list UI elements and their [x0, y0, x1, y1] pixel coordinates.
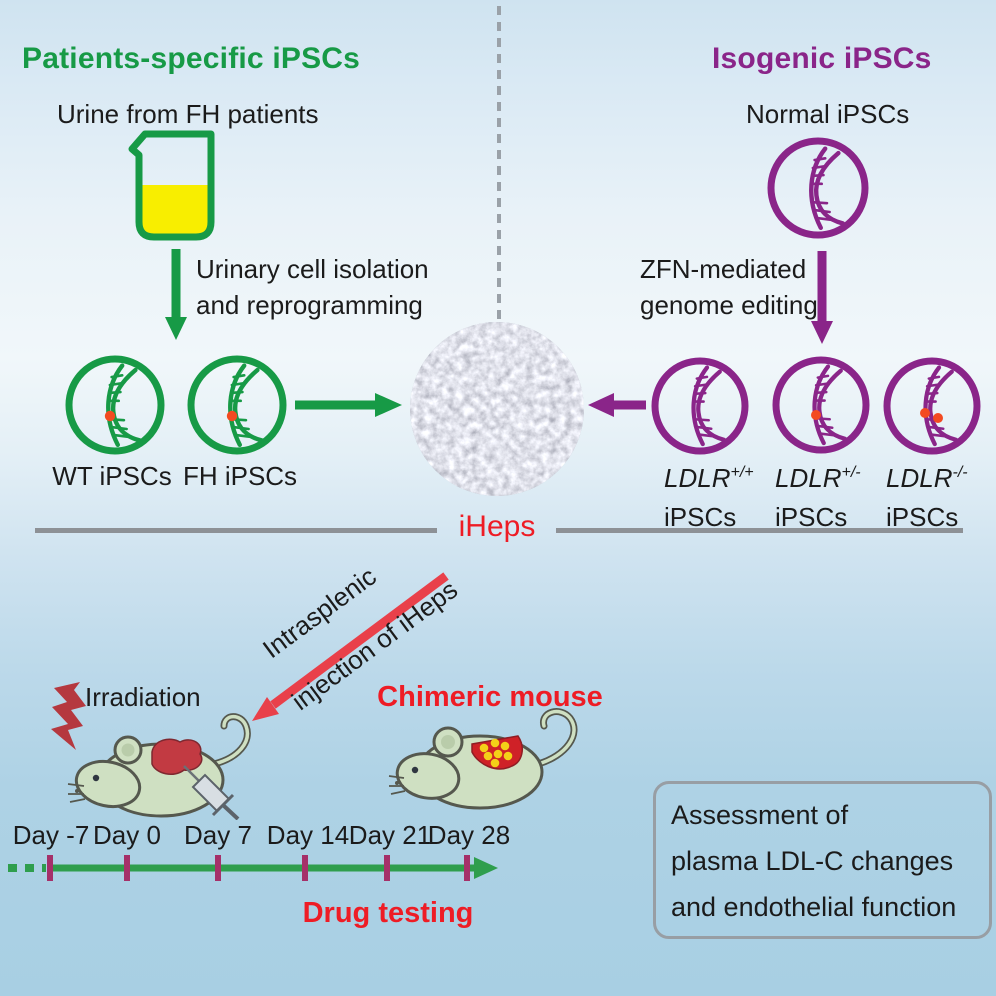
green-right-arrow: [295, 393, 402, 417]
chimeric-mouse-label: Chimeric mouse: [377, 681, 603, 713]
irradiation-label: Irradiation: [85, 682, 201, 712]
gene-name: LDLR: [775, 463, 842, 493]
timeline-day-14: Day 14: [266, 820, 350, 850]
injection-red-arrow: [252, 572, 449, 721]
timeline-axis: [8, 855, 498, 881]
fh-ipsc-label: FH iPSCs: [182, 461, 298, 491]
ldlr-ko-cell-icon: [883, 357, 981, 455]
dna-helix-icon: [811, 149, 843, 228]
genotype-sup: +/-: [841, 464, 861, 481]
reprogramming-line1: Urinary cell isolation: [196, 254, 429, 284]
gene-name: LDLR: [886, 463, 953, 493]
liver-icon: [151, 738, 203, 776]
syringe-icon: [183, 765, 240, 820]
dna-helix-icon: [108, 366, 140, 445]
gene-name: LDLR: [664, 463, 731, 493]
iheps-label: iHeps: [458, 510, 536, 543]
timeline-day-21: Day 21: [348, 820, 432, 850]
left-panel-title: Patients-specific iPSCs: [22, 42, 361, 75]
mouse-eye: [92, 774, 100, 782]
assessment-box: Assessment of plasma LDL-C changes and e…: [653, 781, 992, 939]
timeline-ticks: [47, 855, 470, 881]
mutation-dot: [104, 410, 116, 422]
mouse-head: [395, 752, 461, 800]
genotype-sup: +/+: [730, 464, 754, 481]
timeline-arrowhead: [474, 857, 498, 879]
timeline-day--7: Day -7: [12, 820, 90, 850]
timeline-day-0: Day 0: [93, 820, 161, 850]
dna-helix-icon: [815, 367, 845, 444]
ldlr-het-label: LDLR+/- iPSCs: [775, 461, 861, 535]
assessment-line1: Assessment of: [671, 800, 849, 830]
zfn-line2: genome editing: [640, 290, 818, 320]
cell-type: iPSCs: [775, 502, 848, 532]
timeline-day-7: Day 7: [184, 820, 252, 850]
zfn-editing-label: ZFN-mediated genome editing: [640, 251, 818, 323]
urine-source-label: Urine from FH patients: [57, 99, 319, 129]
mouse-whiskers: [388, 775, 406, 795]
zfn-line1: ZFN-mediated: [640, 254, 807, 284]
right-panel-title: Isogenic iPSCs: [712, 42, 932, 75]
assessment-line2: plasma LDL-C changes: [671, 846, 954, 876]
mutation-dot: [920, 408, 930, 418]
cell-type: iPSCs: [886, 502, 959, 532]
green-down-arrow: [165, 249, 187, 340]
genotype-sup: -/-: [952, 464, 968, 481]
chimeric-mouse-icon: [388, 708, 578, 810]
ldlr-wt-label: LDLR+/+ iPSCs: [664, 461, 754, 535]
left-separator-line: [35, 528, 437, 533]
dna-helix-icon: [926, 368, 956, 445]
drug-testing-label: Drug testing: [302, 897, 474, 929]
purple-down-arrow: [811, 251, 833, 344]
mutation-dot: [933, 413, 943, 423]
iheps-dots: [479, 738, 513, 768]
purple-left-arrow: [588, 393, 646, 417]
urine-liquid: [142, 185, 208, 236]
divider-dashed-line: [497, 6, 501, 320]
mutation-dot: [811, 410, 821, 420]
wt-ipsc-cell-icon: [65, 355, 165, 455]
cell-micrograph-image: [410, 322, 584, 496]
mouse-eye: [411, 766, 419, 774]
irradiated-mouse-icon: [67, 713, 251, 820]
timeline-day-28: Day 28: [427, 820, 511, 850]
reprogramming-label: Urinary cell isolation and reprogramming: [196, 251, 429, 323]
dna-helix-icon: [694, 368, 724, 445]
ldlr-het-cell-icon: [772, 356, 870, 454]
beaker-icon: [128, 130, 215, 241]
ldlr-ko-label: LDLR-/- iPSCs: [886, 461, 968, 535]
reprogramming-line2: and reprogramming: [196, 290, 423, 320]
normal-ipsc-label: Normal iPSCs: [746, 99, 910, 129]
cell-type: iPSCs: [664, 502, 737, 532]
normal-ipsc-cell-icon: [767, 137, 869, 239]
dna-helix-icon: [230, 366, 262, 445]
assessment-line3: and endothelial function: [671, 892, 957, 922]
mutation-dot: [226, 410, 238, 422]
right-separator-line: [556, 528, 963, 533]
fh-ipsc-cell-icon: [187, 355, 287, 455]
mouse-head: [74, 759, 142, 809]
mouse-whiskers: [67, 783, 86, 803]
wt-ipsc-label: WT iPSCs: [52, 461, 172, 491]
ldlr-wt-cell-icon: [651, 357, 749, 455]
lightning-bolt-icon: [51, 682, 86, 750]
